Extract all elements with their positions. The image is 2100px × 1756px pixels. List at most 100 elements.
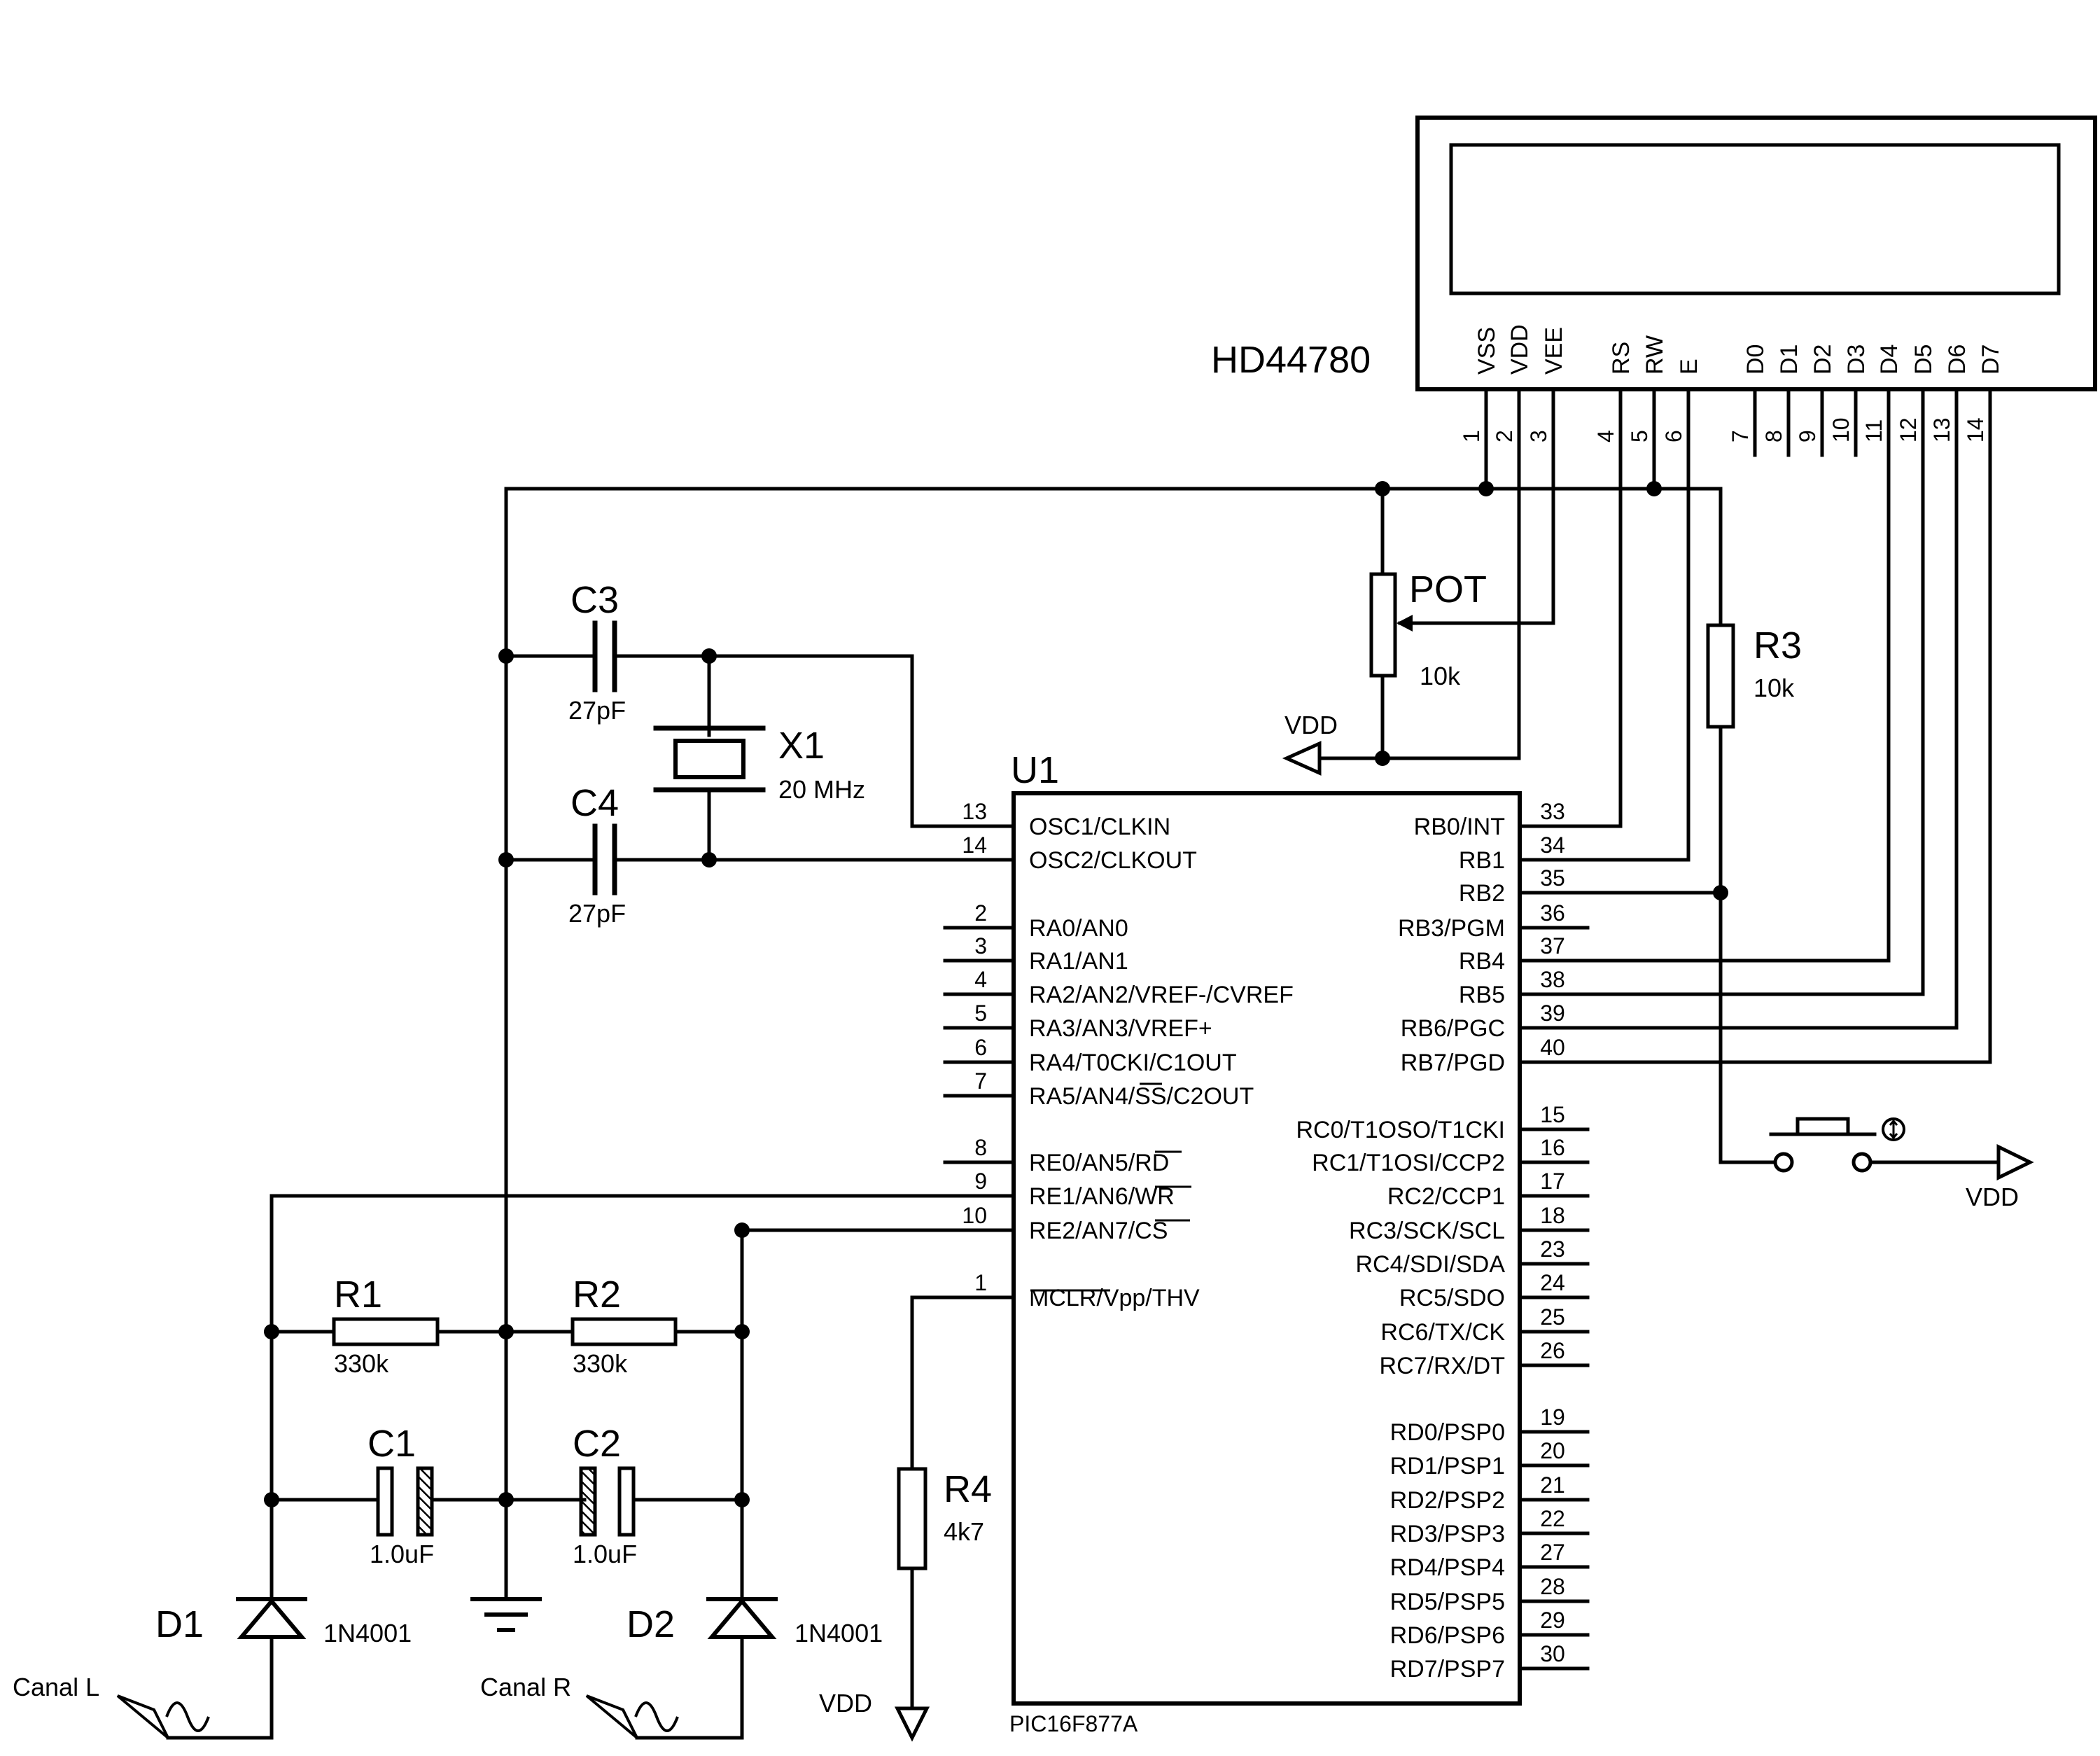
lcd-pin-label: E	[1676, 358, 1702, 375]
r4-ref: R4	[944, 1468, 992, 1510]
lcd-pin-number: 1	[1459, 430, 1484, 443]
mcu-pin-label: RE0/AN5/RD	[1029, 1150, 1169, 1176]
canal-l-label: Canal L	[13, 1673, 99, 1701]
lcd-pin-number: 8	[1761, 430, 1786, 443]
mcu-pin-label: RB7/PGD	[1401, 1050, 1505, 1076]
resistor-r4: R4 4k7	[897, 1467, 992, 1570]
x1-value: 20 MHz	[778, 775, 865, 804]
mcu-pin-number: 24	[1540, 1270, 1565, 1295]
lcd-pin-label: D1	[1776, 344, 1802, 375]
resistor-r1: R1 330k	[332, 1274, 440, 1378]
lcd-pin-number: 5	[1627, 430, 1652, 443]
mcu-pin-label: RA3/AN3/VREF+	[1029, 1015, 1212, 1042]
r1-value: 330k	[334, 1349, 389, 1378]
mcu-pin-label: RA2/AN2/VREF-/CVREF	[1029, 982, 1294, 1008]
lcd-pin-number: 3	[1526, 430, 1551, 443]
lcd-pin-label: D6	[1944, 344, 1970, 375]
input-canal-l: Canal L	[13, 1673, 210, 1739]
c3-ref: C3	[570, 579, 619, 621]
mcu-pin-label: RB0/INT	[1414, 814, 1505, 840]
mcu-pin-number: 8	[974, 1135, 987, 1160]
c2-value: 1.0uF	[573, 1540, 637, 1568]
mcu-pin-label: RB6/PGC	[1401, 1015, 1505, 1042]
pot-value: 10k	[1420, 662, 1461, 690]
mcu-pin-label: RC6/TX/CK	[1380, 1319, 1505, 1346]
c1-value: 1.0uF	[370, 1540, 434, 1568]
mcu-pin-label: RA4/T0CKI/C1OUT	[1029, 1050, 1237, 1076]
d2-value: 1N4001	[794, 1619, 883, 1647]
lcd-part-name: HD44780	[1211, 339, 1371, 381]
mcu-ref: U1	[1011, 749, 1059, 791]
mcu-pin-number: 27	[1540, 1540, 1565, 1565]
lcd-pin-label: D0	[1742, 344, 1769, 375]
r1-ref: R1	[334, 1274, 382, 1316]
potentiometer-pot: POT 10k	[1369, 569, 1487, 690]
mcu-pin-number: 30	[1540, 1641, 1565, 1666]
mcu-pin-label: RA0/AN0	[1029, 915, 1128, 942]
d1-ref: D1	[155, 1603, 204, 1645]
r3-ref: R3	[1754, 625, 1802, 667]
input-canal-r: Canal R	[480, 1673, 679, 1739]
mcu-pin-number: 1	[974, 1270, 987, 1295]
mcu-pin-number: 7	[974, 1068, 987, 1094]
mcu-pin-label: RD7/PSP7	[1390, 1656, 1505, 1682]
vdd-arrow-button: VDD	[1966, 1143, 2034, 1211]
mcu-pin-number: 39	[1540, 1001, 1565, 1026]
d1-value: 1N4001	[323, 1619, 412, 1647]
mcu-pin-label: RD5/PSP5	[1390, 1589, 1505, 1615]
lcd-pin-number: 4	[1593, 430, 1618, 443]
mcu-pin-number: 23	[1540, 1236, 1565, 1262]
mcu-pin-number: 22	[1540, 1506, 1565, 1531]
mcu-pin-number: 5	[974, 1001, 987, 1026]
lcd-pin-number: 9	[1795, 430, 1820, 443]
r2-value: 330k	[573, 1349, 628, 1378]
lcd-pin-number: 13	[1929, 417, 1954, 443]
lcd-pin-label: D4	[1876, 344, 1903, 375]
mcu-pin-label: RB5	[1459, 982, 1505, 1008]
resistor-r3: R3 10k	[1706, 623, 1802, 729]
crystal-x1: X1 20 MHz	[653, 725, 865, 804]
mcu-pin-number: 10	[962, 1203, 987, 1228]
mcu-pin-label: RA5/AN4/SS/C2OUT	[1029, 1083, 1254, 1110]
mcu-pin-label: RA1/AN1	[1029, 948, 1128, 975]
ground-symbol	[470, 1597, 542, 1632]
capacitor-c1: C1 1.0uF	[368, 1423, 434, 1568]
lcd-pin-label: RW	[1642, 335, 1668, 375]
vdd-arrow-pot: VDD	[1282, 711, 1338, 776]
mcu-pin-number: 18	[1540, 1203, 1565, 1228]
lcd-pin-label: D5	[1910, 344, 1937, 375]
lcd-pin-number: 11	[1861, 419, 1886, 443]
mcu-pin-label: RB3/PGM	[1398, 915, 1505, 942]
mcu-part: PIC16F877A	[1009, 1711, 1138, 1736]
mcu-pin-number: 28	[1540, 1574, 1565, 1599]
r4-value: 4k7	[944, 1517, 984, 1546]
lcd-pins: VSS1VDD2VEE3RS4RW5E6D07D18D29D310D411D51…	[1459, 324, 2004, 443]
mcu-pin-label: RB1	[1459, 847, 1505, 874]
vdd-label-pot: VDD	[1284, 711, 1338, 739]
r3-value: 10k	[1754, 674, 1795, 702]
mcu-pin-number: 21	[1540, 1472, 1565, 1498]
pot-ref: POT	[1409, 569, 1487, 611]
canal-r-label: Canal R	[480, 1673, 571, 1701]
mcu-pin-number: 14	[962, 832, 987, 858]
mcu-pin-label: RC7/RX/DT	[1380, 1353, 1505, 1379]
mcu-pin-label: RD1/PSP1	[1390, 1453, 1505, 1479]
lcd-pin-number: 2	[1492, 430, 1517, 443]
junction-dots	[264, 481, 1728, 1507]
mcu-pin-number: 13	[962, 799, 987, 824]
capacitor-c2: C2 1.0uF	[573, 1423, 637, 1568]
r2-ref: R2	[573, 1274, 621, 1316]
mcu-pin-label: RD6/PSP6	[1390, 1622, 1505, 1649]
mcu-pin-label: RC4/SDI/SDA	[1356, 1251, 1506, 1278]
mcu-pin-number: 33	[1540, 799, 1565, 824]
mcu-pin-label: RC5/SDO	[1399, 1285, 1505, 1311]
mcu-pin-label: RC3/SCK/SCL	[1349, 1218, 1505, 1244]
d2-ref: D2	[626, 1603, 675, 1645]
lcd-pin-number: 6	[1661, 430, 1686, 443]
mcu-pin-label: RC0/T1OSO/T1CKI	[1296, 1117, 1505, 1143]
mcu-u1: U1 PIC16F877A	[1009, 749, 1522, 1736]
x1-ref: X1	[778, 725, 825, 767]
mcu-pin-number: 37	[1540, 933, 1565, 959]
resistor-r2: R2 330k	[570, 1274, 678, 1378]
